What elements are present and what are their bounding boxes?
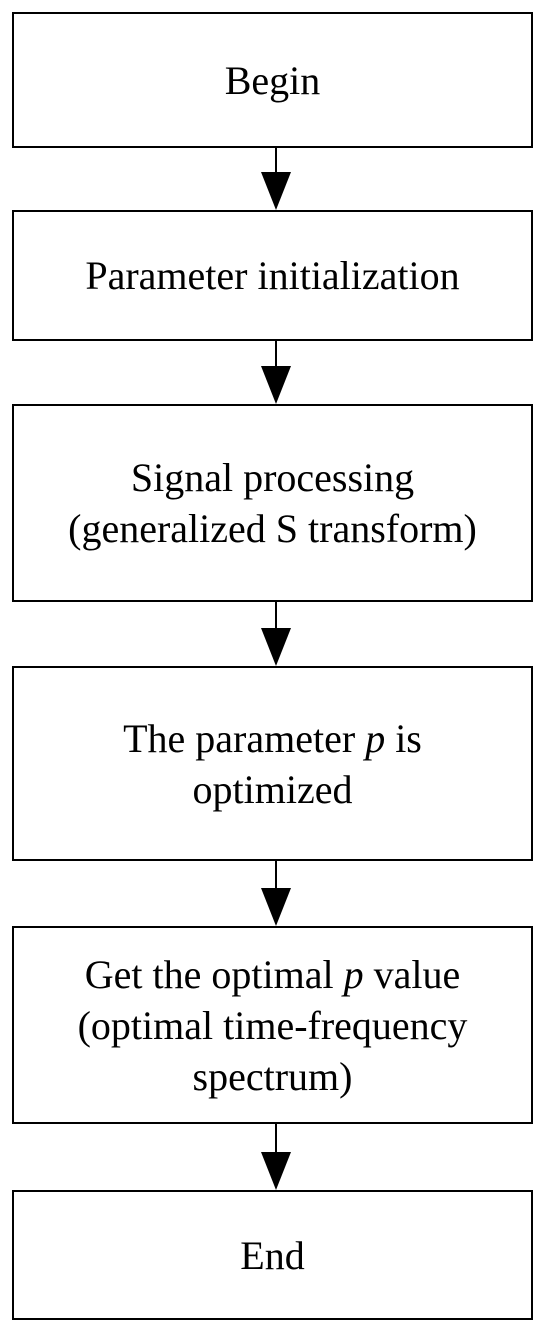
generalized-s-transform-label: (generalized S transform) (68, 506, 477, 551)
optimal-p-value-line-1: Get the optimal p value (78, 949, 468, 1000)
end-label: End (240, 1232, 305, 1278)
optimal-p-value-step: Get the optimal p value (optimal time-fr… (12, 926, 533, 1124)
parameter-optimized-line-1: The parameter p is (123, 713, 422, 764)
flow-arrow-4 (261, 861, 291, 926)
signal-processing-step: Signal processing (generalized S transfo… (12, 404, 533, 602)
flow-arrow-5 (261, 1124, 291, 1190)
optimal-time-frequency-label: (optimal time-frequency (77, 1002, 468, 1048)
parameter-label-prefix: The parameter (123, 715, 366, 761)
flow-arrow-3 (261, 602, 291, 666)
optimal-p-prefix: Get the optimal (84, 951, 344, 997)
parameter-label-suffix: is (385, 715, 422, 761)
parameter-initialization-label: Parameter initialization (85, 253, 460, 298)
begin-label: Begin (224, 57, 321, 103)
parameter-optimization-step: The parameter p is optimized (12, 666, 533, 861)
spectrum-label: spectrum) (192, 1053, 353, 1099)
end-step: End (12, 1190, 533, 1320)
signal-processing-label: Signal processing (130, 455, 415, 500)
parameter-p-symbol: p (365, 715, 386, 761)
optimized-label: optimized (192, 766, 353, 812)
begin-step: Begin (12, 12, 533, 148)
parameter-initialization-step: Parameter initialization (12, 210, 533, 341)
optimal-p-suffix: value (363, 951, 461, 997)
optimal-p-symbol: p (343, 951, 364, 997)
flow-arrow-2 (261, 341, 291, 404)
flow-arrow-1 (261, 148, 291, 210)
